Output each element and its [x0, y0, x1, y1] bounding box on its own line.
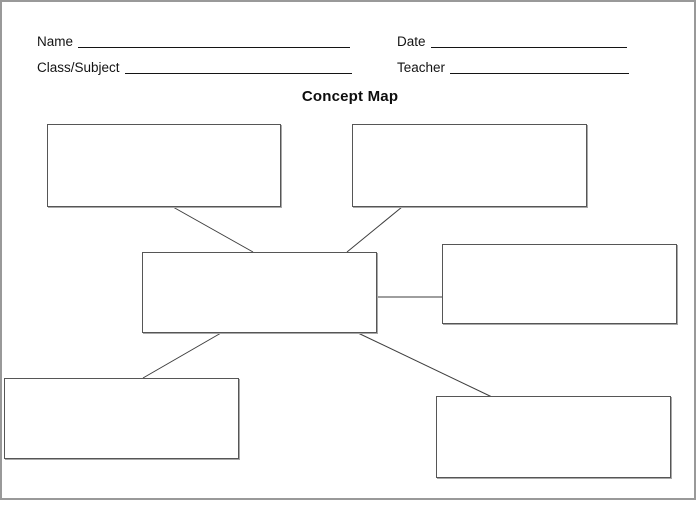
date-write-line[interactable]: [430, 47, 627, 48]
name-field: Name: [37, 34, 351, 50]
date-label: Date: [397, 34, 426, 49]
concept-box-bottom-right[interactable]: [436, 396, 671, 478]
teacher-field: Teacher: [397, 60, 630, 76]
name-write-line[interactable]: [78, 47, 351, 48]
concept-box-middle-right[interactable]: [442, 244, 677, 324]
date-field: Date: [397, 34, 627, 50]
class-subject-write-line[interactable]: [124, 73, 352, 74]
concept-box-top-left[interactable]: [47, 124, 281, 207]
concept-box-bottom-left[interactable]: [4, 378, 239, 459]
class-subject-label: Class/Subject: [37, 60, 120, 75]
page-title: Concept Map: [301, 88, 399, 105]
connector-center-to-bottom-right: [357, 332, 493, 398]
connector-center-to-bottom-left: [142, 332, 222, 379]
teacher-write-line[interactable]: [450, 73, 630, 74]
teacher-label: Teacher: [397, 60, 446, 75]
class-subject-field: Class/Subject: [37, 60, 352, 76]
connector-top-right-to-center: [346, 206, 403, 253]
connector-top-left-to-center: [172, 206, 254, 253]
concept-box-top-right[interactable]: [352, 124, 587, 207]
name-label: Name: [37, 34, 74, 49]
concept-box-center[interactable]: [142, 252, 377, 333]
